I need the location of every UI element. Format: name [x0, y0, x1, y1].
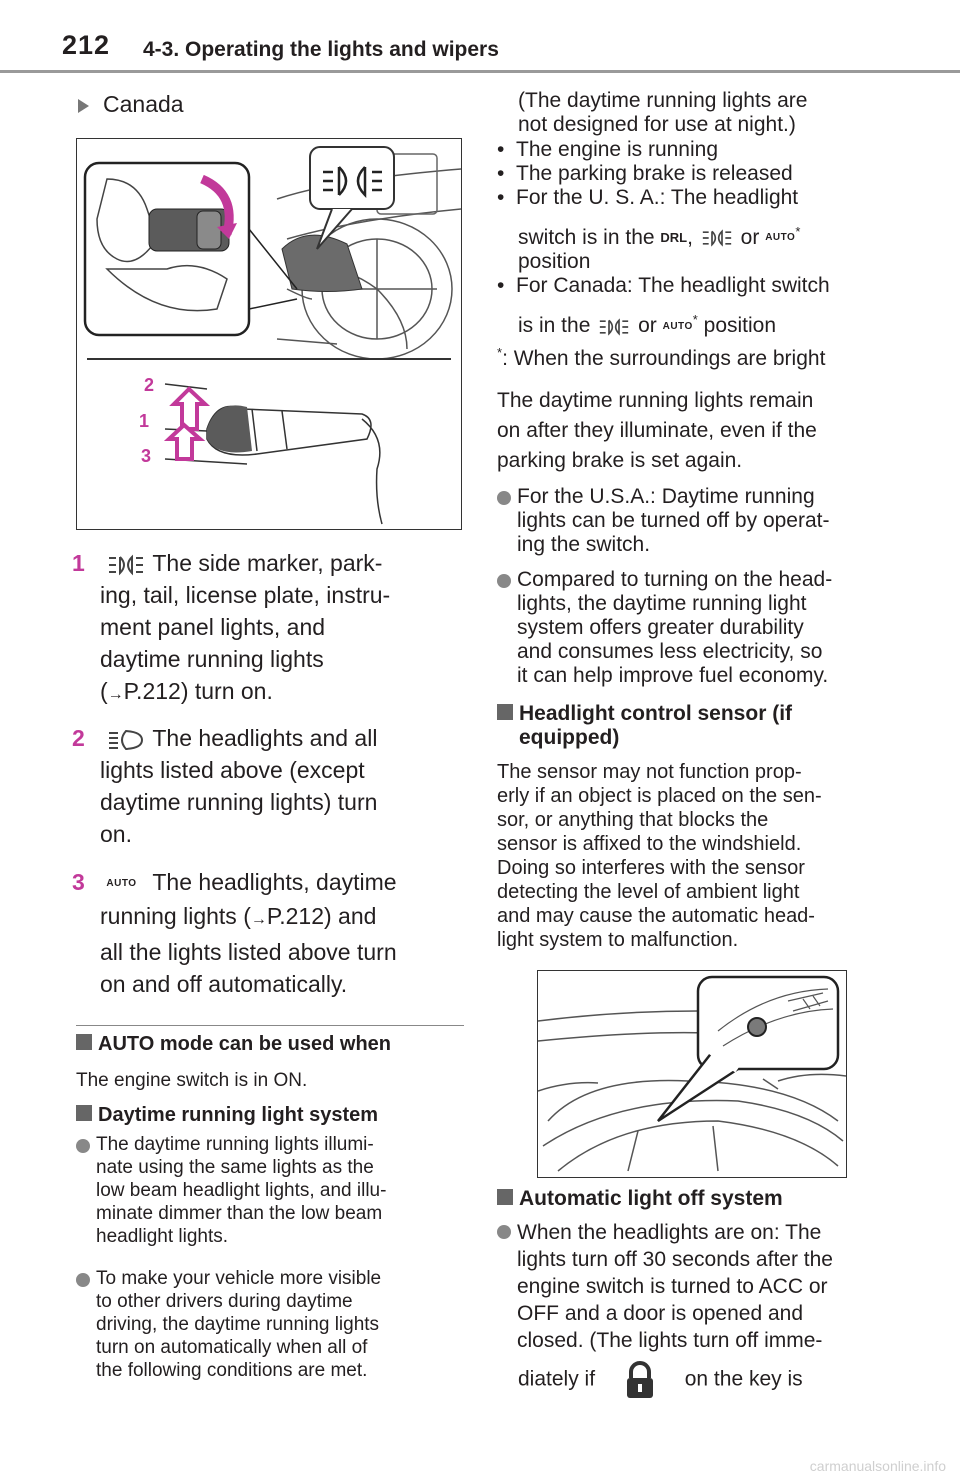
auto-icon: AUTO — [106, 877, 137, 889]
sensor-heading: Headlight control sensor (if equipped) — [497, 702, 792, 750]
auto-off-heading: Automatic light off system — [497, 1187, 783, 1211]
drl-icon: DRL — [660, 230, 688, 246]
headlight-switch-illustration: 2 1 3 — [83, 146, 462, 525]
condition-2: • The parking brake is released — [497, 162, 793, 185]
side-marker-lights-icon — [600, 318, 629, 336]
item-2: 2 The headlights and all lights listed a… — [72, 722, 467, 850]
lock-line: diately if on the key is — [518, 1360, 803, 1400]
side-marker-lights-icon — [702, 229, 731, 248]
square-bullet-icon — [76, 1105, 92, 1121]
triangle-icon — [78, 98, 89, 113]
round-bullet-icon — [76, 1139, 90, 1153]
compare-bullet: Compared to turning on the head- lights,… — [497, 568, 917, 688]
item-1: 1 The side marker, park- ing, tail, lice… — [72, 547, 467, 711]
item-1-number: 1 — [72, 550, 85, 576]
square-bullet-icon — [497, 1189, 513, 1205]
round-bullet-icon — [497, 1225, 511, 1239]
usa-bullet: For the U.S.A.: Daytime running lights c… — [497, 485, 917, 557]
lock-icon — [626, 1361, 653, 1398]
auto-mode-heading: AUTO mode can be used when — [76, 1033, 391, 1056]
footnote: *: When the surroundings are bright — [497, 345, 826, 370]
page-number: 212 — [62, 30, 111, 60]
auto-mode-text: The engine switch is in ON. — [76, 1070, 308, 1091]
drl-continuation: (The daytime running lights are not desi… — [518, 89, 808, 136]
square-bullet-icon — [76, 1034, 92, 1050]
figure-label-2: 2 — [144, 375, 154, 395]
square-bullet-icon — [497, 704, 513, 720]
condition-1: • The engine is running — [497, 138, 719, 161]
item-3: 3 AUTO The headlights, daytime running l… — [72, 866, 467, 1000]
page-header: 212 4-3. Operating the lights and wipers — [0, 0, 960, 76]
remain-paragraph: The daytime running lights remain on aft… — [497, 389, 817, 472]
round-bullet-icon — [497, 491, 511, 505]
section-divider — [76, 1025, 464, 1026]
condition-3: • For the U. S. A.: The headlight — [497, 186, 799, 209]
round-bullet-icon — [76, 1273, 90, 1287]
round-bullet-icon — [497, 574, 511, 588]
auto-icon: AUTO — [662, 320, 693, 332]
drl-bullet-1: The daytime running lights illumi- nate … — [76, 1133, 488, 1248]
conditions-list: • The engine is running • The parking br… — [497, 138, 897, 339]
header-rule — [0, 70, 960, 73]
auto-off-bullet: When the headlights are on: The lights t… — [497, 1219, 917, 1354]
figure-label-3: 3 — [141, 446, 151, 466]
item-3-number: 3 — [72, 869, 85, 895]
drl-bullet-2: To make your vehicle more visible to oth… — [76, 1267, 488, 1382]
sensor-figure — [537, 970, 847, 1178]
sensor-illustration — [537, 975, 847, 1172]
item-2-number: 2 — [72, 725, 85, 751]
side-marker-lights-icon — [109, 554, 144, 576]
condition-3-cont: switch is in the DRL, or AUTO* — [518, 224, 801, 249]
headlight-icon — [109, 729, 144, 750]
drl-heading: Daytime running light system — [76, 1104, 378, 1127]
sensor-paragraph: The sensor may not function prop- erly i… — [497, 761, 822, 951]
canada-subhead: Canada — [78, 88, 184, 120]
condition-4: • For Canada: The headlight switch — [497, 274, 830, 298]
headlight-switch-figure: 2 1 3 — [76, 138, 462, 530]
section-title: 4-3. Operating the lights and wipers — [143, 38, 499, 61]
watermark: carmanualsonline.info — [809, 1458, 946, 1474]
condition-4-cont: is in the or AUTO* position — [518, 312, 777, 338]
figure-label-1: 1 — [139, 411, 149, 431]
auto-icon: AUTO — [765, 232, 796, 244]
